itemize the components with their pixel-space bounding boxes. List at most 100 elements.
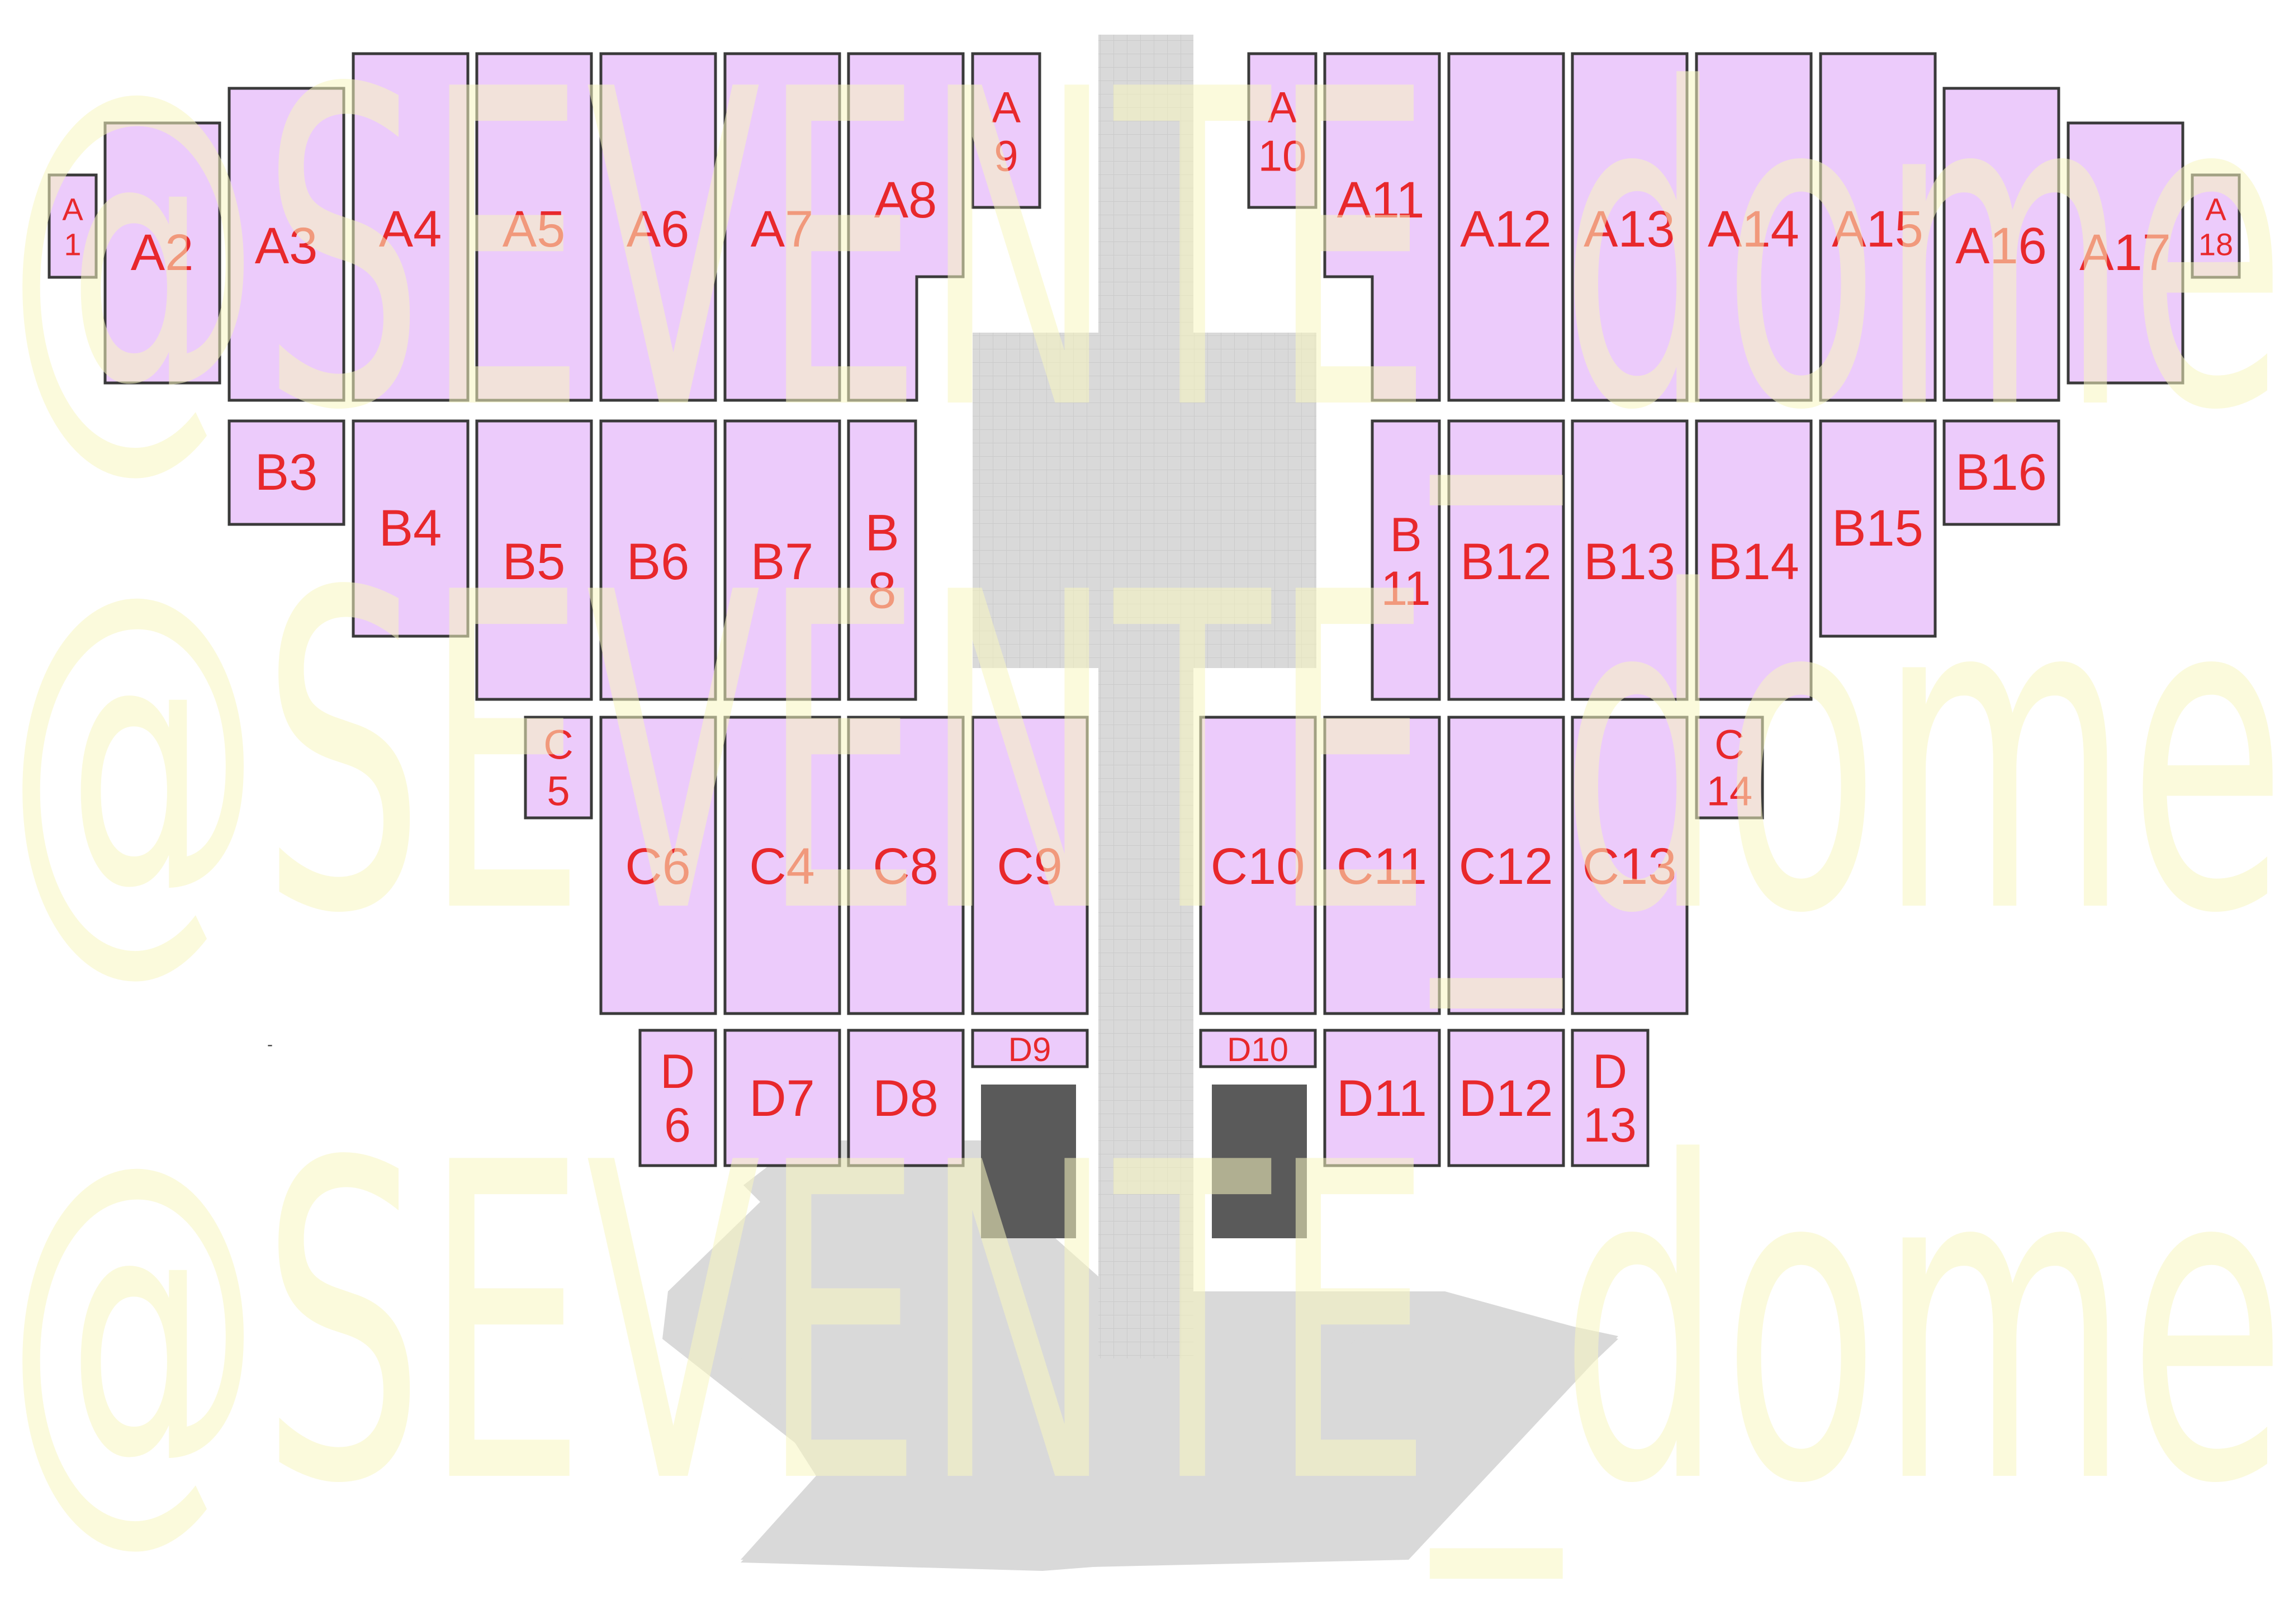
block-label-line: C6	[625, 838, 691, 895]
block-d8[interactable]: D8	[847, 1029, 965, 1167]
block-a17[interactable]: A17	[2067, 121, 2184, 385]
block-b13-label: B13	[1584, 533, 1675, 590]
stage-front	[713, 1291, 1618, 1568]
block-a15[interactable]: A15	[1819, 52, 1937, 402]
block-a6-label: A6	[627, 201, 690, 258]
block-d7[interactable]: D7	[723, 1029, 841, 1167]
block-b15-label: B15	[1832, 500, 1923, 557]
block-label-line: 9	[994, 131, 1018, 181]
block-d11-label: D11	[1337, 1070, 1427, 1127]
block-a7[interactable]: A7	[723, 52, 841, 402]
block-a13-label: A13	[1584, 201, 1675, 258]
block-label-line: B13	[1584, 533, 1675, 590]
block-b13[interactable]: B13	[1571, 419, 1689, 701]
block-label-line: B6	[627, 533, 690, 590]
watermark-text-top: @SEVENTE_dome	[6, 0, 2286, 512]
block-b15[interactable]: B15	[1819, 419, 1937, 638]
block-c9[interactable]: C9	[971, 716, 1089, 1015]
block-a8[interactable]: A8	[847, 52, 965, 402]
block-a13[interactable]: A13	[1571, 52, 1689, 402]
block-a14-label: A14	[1708, 201, 1799, 258]
block-label-line: A	[62, 191, 83, 226]
block-label-line: A	[2205, 191, 2226, 226]
block-label-line: 5	[547, 768, 570, 814]
block-b12[interactable]: B12	[1447, 419, 1565, 701]
camera-block-right	[1212, 1085, 1307, 1238]
block-label-line: A12	[1460, 201, 1552, 258]
block-label-line: 10	[1258, 131, 1307, 181]
block-c6-label: C6	[625, 838, 691, 895]
block-b7[interactable]: B7	[723, 419, 841, 701]
block-a14[interactable]: A14	[1695, 52, 1813, 402]
block-d12[interactable]: D12	[1447, 1029, 1565, 1167]
block-c8-label: C8	[873, 838, 939, 895]
block-label-line: A11	[1337, 172, 1425, 229]
block-label-line: B5	[503, 533, 566, 590]
block-d9[interactable]: D9	[971, 1029, 1089, 1068]
block-label-line: A6	[627, 201, 690, 258]
block-label-line: B12	[1460, 533, 1552, 590]
watermark: @SEVENTE_dome @SEVENTE_dome @SEVENTE_dom…	[6, 0, 2286, 1585]
block-d10[interactable]: D10	[1199, 1029, 1317, 1068]
block-d11[interactable]: D11	[1323, 1029, 1441, 1167]
block-b14[interactable]: B14	[1695, 419, 1813, 701]
block-a12[interactable]: A12	[1447, 52, 1565, 402]
block-a5[interactable]: A5	[475, 52, 593, 402]
watermark-text-middle: @SEVENTE_dome	[6, 501, 2286, 1015]
block-a3[interactable]: A3	[228, 87, 345, 402]
block-b3[interactable]: B3	[228, 419, 345, 526]
block-label-line: C	[543, 721, 573, 768]
block-label-line: D7	[749, 1070, 815, 1127]
block-a8-label: A8	[874, 172, 937, 229]
block-label-line: B	[1390, 508, 1421, 562]
block-label-line: A8	[874, 172, 937, 229]
block-b4[interactable]: B4	[352, 419, 470, 638]
block-label-line: B7	[751, 533, 814, 590]
block-d10-label: D10	[1227, 1031, 1288, 1068]
block-c10-label: C10	[1211, 838, 1305, 895]
block-a16[interactable]: A16	[1942, 87, 2060, 402]
block-c12[interactable]: C12	[1447, 716, 1565, 1015]
block-b6[interactable]: B6	[599, 419, 717, 701]
block-b12-label: B12	[1460, 533, 1552, 590]
block-label-line: A	[1268, 82, 1297, 131]
block-label-line: 8	[868, 562, 896, 619]
block-label-line: D12	[1459, 1070, 1553, 1127]
block-c8[interactable]: C8	[847, 716, 965, 1015]
block-c13[interactable]: C13	[1571, 716, 1689, 1015]
block-b16[interactable]: B16	[1942, 419, 2060, 526]
block-d7-label: D7	[749, 1070, 815, 1127]
block-label-line: 1	[64, 226, 81, 262]
block-c6[interactable]: C6	[599, 716, 717, 1015]
block-a4[interactable]: A4	[352, 52, 470, 402]
block-c10[interactable]: C10	[1199, 716, 1317, 1015]
runway	[1098, 35, 1193, 1360]
block-label-line: D8	[873, 1070, 939, 1127]
block-label-line: B	[865, 504, 899, 561]
block-label-line: 11	[1381, 562, 1430, 615]
block-c4[interactable]: C4	[723, 716, 841, 1015]
block-d9-label: D9	[1008, 1031, 1051, 1068]
block-b5[interactable]: B5	[475, 419, 593, 701]
block-c11[interactable]: C11	[1323, 716, 1441, 1015]
block-d8-label: D8	[873, 1070, 939, 1127]
block-a6[interactable]: A6	[599, 52, 717, 402]
block-a11[interactable]: A11	[1323, 52, 1441, 402]
block-a2[interactable]: A2	[103, 121, 221, 385]
block-c4-label: C4	[749, 838, 815, 895]
